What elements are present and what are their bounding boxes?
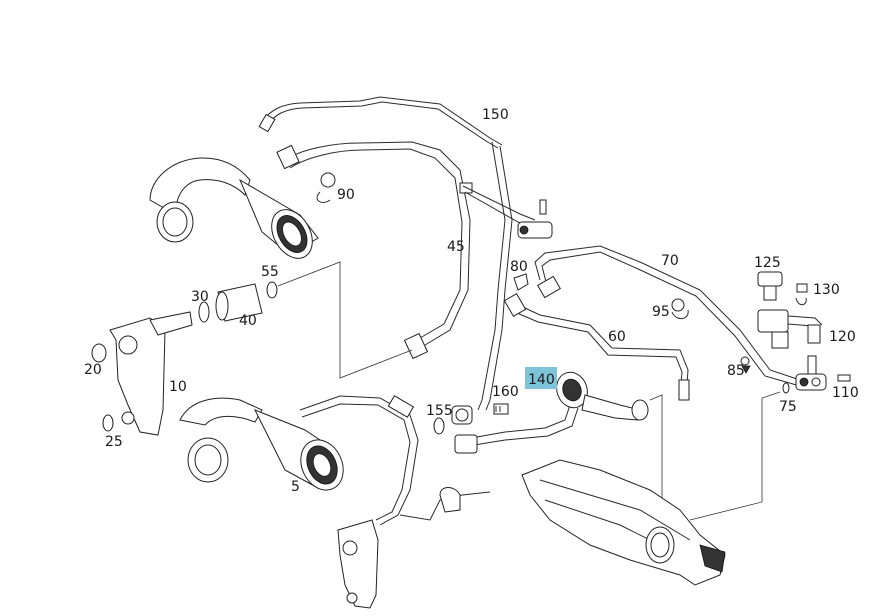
valve-connector <box>517 199 553 239</box>
label-5: 5 <box>291 479 300 495</box>
hose-140-lower <box>454 404 579 454</box>
label-45: 45 <box>447 239 465 255</box>
label-120: 120 <box>829 329 856 345</box>
label-130: 130 <box>813 282 840 298</box>
washer-75 <box>782 382 790 394</box>
ring-155 <box>433 417 445 435</box>
leader-55 <box>277 261 413 379</box>
bolt-160 <box>493 403 509 415</box>
pipe-40 <box>215 283 263 322</box>
label-10: 10 <box>169 379 187 395</box>
ring-25 <box>102 414 114 432</box>
label-80: 80 <box>510 259 528 275</box>
ring-30 <box>198 301 210 323</box>
leader-140 <box>649 394 663 505</box>
label-140: 140 <box>528 372 555 388</box>
label-75: 75 <box>779 399 797 415</box>
label-140-highlight <box>525 367 557 389</box>
label-20: 20 <box>84 362 102 378</box>
hose-150 <box>258 96 513 411</box>
clip-85 <box>740 356 751 374</box>
leader-75 <box>689 391 781 521</box>
hose-60 <box>503 293 690 401</box>
intake-manifold <box>521 459 726 586</box>
label-30: 30 <box>191 289 209 305</box>
connector-155 <box>451 405 473 425</box>
clamp-95 <box>671 298 689 319</box>
bracket-lower <box>337 519 379 609</box>
hose-45 <box>276 141 536 360</box>
label-60: 60 <box>608 329 626 345</box>
ring-55 <box>266 281 278 299</box>
air-duct-5 <box>179 397 344 491</box>
label-155: 155 <box>426 403 453 419</box>
label-110: 110 <box>832 385 859 401</box>
label-150: 150 <box>482 107 509 123</box>
label-95: 95 <box>652 304 670 320</box>
valve-120 <box>757 309 823 349</box>
label-25: 25 <box>105 434 123 450</box>
label-90: 90 <box>337 187 355 203</box>
hose-70 <box>534 245 801 387</box>
clamp-90 <box>316 172 336 203</box>
ring-20 <box>91 343 107 363</box>
label-160: 160 <box>492 384 519 400</box>
label-55: 55 <box>261 264 279 280</box>
clip-80 <box>513 273 529 291</box>
part-140 <box>556 371 649 421</box>
clamp-130 <box>795 283 808 306</box>
air-duct-upper <box>149 157 319 259</box>
bracket-10 <box>109 311 193 436</box>
lower-hose <box>299 395 491 526</box>
label-125: 125 <box>754 255 781 271</box>
label-70: 70 <box>661 253 679 269</box>
connector-110 <box>795 355 851 391</box>
label-40: 40 <box>239 313 257 329</box>
label-85: 85 <box>727 363 745 379</box>
sensor-125 <box>757 271 783 301</box>
